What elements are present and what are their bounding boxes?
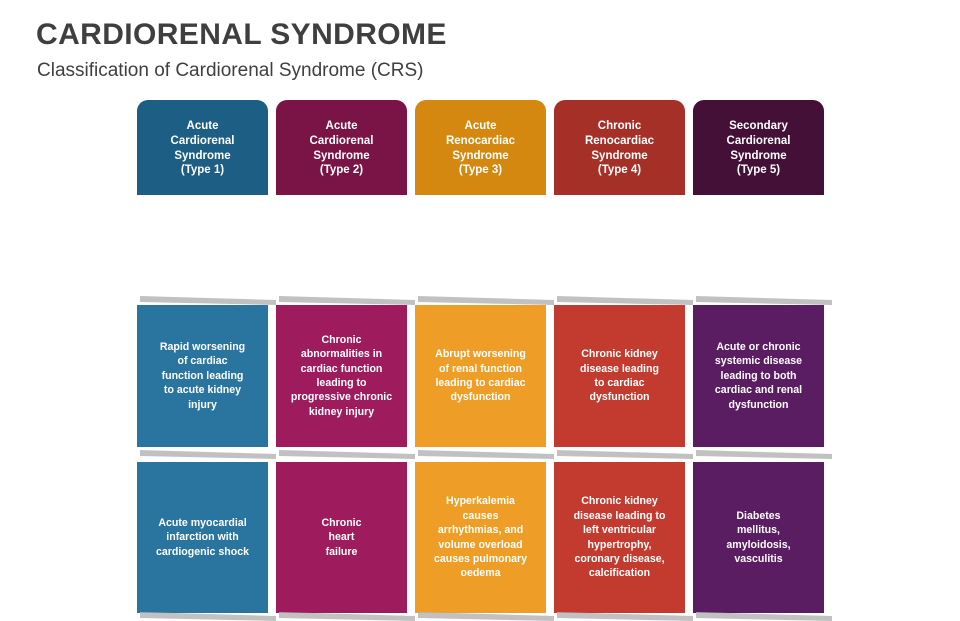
crs-header-card-type-2[interactable]: Acute Cardiorenal Syndrome (Type 2) — [276, 100, 407, 195]
crs-column-type-4: Chronic Renocardiac Syndrome (Type 4) Ch… — [554, 100, 693, 621]
crs-classification-grid: Acute Cardiorenal Syndrome (Type 1) Rapi… — [137, 100, 832, 621]
crs-example-card-type-2[interactable]: Chronic heart failure — [276, 462, 407, 613]
crs-example-text: Chronic heart failure — [321, 516, 362, 558]
slide-canvas: CARDIORENAL SYNDROME Classification of C… — [36, 18, 832, 621]
crs-header-card-type-1[interactable]: Acute Cardiorenal Syndrome (Type 1) — [137, 100, 268, 195]
crs-definition-text: Abrupt worsening of renal function leadi… — [435, 348, 526, 404]
crs-definition-card-type-2[interactable]: Chronic abnormalities in cardiac functio… — [276, 305, 407, 447]
crs-header-label: Acute Renocardiac Syndrome (Type 3) — [445, 120, 516, 177]
crs-header-card-type-5[interactable]: Secondary Cardiorenal Syndrome (Type 5) — [693, 100, 824, 195]
crs-example-text: Diabetes mellitus, amyloidosis, vasculit… — [726, 509, 791, 565]
crs-definition-card-type-3[interactable]: Abrupt worsening of renal function leadi… — [415, 305, 546, 447]
crs-example-card-type-3[interactable]: Hyperkalemia causes arrhythmias, and vol… — [415, 462, 546, 613]
card-shadow-sliver — [279, 296, 415, 305]
crs-header-card-type-3[interactable]: Acute Renocardiac Syndrome (Type 3) — [415, 100, 546, 195]
crs-definition-text: Chronic kidney disease leading to cardia… — [580, 348, 659, 404]
crs-definition-text: Chronic abnormalities in cardiac functio… — [290, 333, 393, 418]
card-shadow-sliver — [140, 612, 276, 621]
crs-definition-text: Acute or chronic systemic disease leadin… — [714, 340, 803, 411]
card-shadow-sliver — [418, 450, 554, 459]
crs-example-text: Acute myocardial infarction with cardiog… — [155, 516, 250, 558]
card-shadow-sliver — [279, 612, 415, 621]
card-shadow-sliver — [279, 450, 415, 459]
crs-column-type-3: Acute Renocardiac Syndrome (Type 3) Abru… — [415, 100, 554, 621]
crs-example-text: Hyperkalemia causes arrhythmias, and vol… — [433, 495, 528, 580]
card-shadow-sliver — [418, 296, 554, 305]
page-subtitle: Classification of Cardiorenal Syndrome (… — [37, 60, 424, 81]
crs-example-card-type-5[interactable]: Diabetes mellitus, amyloidosis, vasculit… — [693, 462, 824, 613]
card-shadow-sliver — [696, 450, 832, 459]
card-shadow-sliver — [140, 296, 276, 305]
crs-definition-card-type-5[interactable]: Acute or chronic systemic disease leadin… — [693, 305, 824, 447]
card-shadow-sliver — [696, 612, 832, 621]
crs-definition-card-type-4[interactable]: Chronic kidney disease leading to cardia… — [554, 305, 685, 447]
card-shadow-sliver — [557, 450, 693, 459]
crs-definition-card-type-1[interactable]: Rapid worsening of cardiac function lead… — [137, 305, 268, 447]
crs-column-type-5: Secondary Cardiorenal Syndrome (Type 5) … — [693, 100, 832, 621]
crs-header-label: Chronic Renocardiac Syndrome (Type 4) — [584, 120, 655, 177]
crs-header-label: Secondary Cardiorenal Syndrome (Type 5) — [726, 120, 791, 177]
card-shadow-sliver — [418, 612, 554, 621]
crs-header-label: Acute Cardiorenal Syndrome (Type 1) — [170, 120, 235, 177]
card-shadow-sliver — [557, 296, 693, 305]
crs-definition-text: Rapid worsening of cardiac function lead… — [159, 340, 246, 411]
page-title: CARDIORENAL SYNDROME — [36, 18, 447, 51]
crs-header-label: Acute Cardiorenal Syndrome (Type 2) — [309, 120, 374, 177]
card-shadow-sliver — [557, 612, 693, 621]
crs-column-type-2: Acute Cardiorenal Syndrome (Type 2) Chro… — [276, 100, 415, 621]
crs-column-type-1: Acute Cardiorenal Syndrome (Type 1) Rapi… — [137, 100, 276, 621]
card-shadow-sliver — [696, 296, 832, 305]
crs-example-card-type-4[interactable]: Chronic kidney disease leading to left v… — [554, 462, 685, 613]
crs-example-text: Chronic kidney disease leading to left v… — [573, 495, 666, 580]
card-shadow-sliver — [140, 450, 276, 459]
crs-header-card-type-4[interactable]: Chronic Renocardiac Syndrome (Type 4) — [554, 100, 685, 195]
crs-example-card-type-1[interactable]: Acute myocardial infarction with cardiog… — [137, 462, 268, 613]
